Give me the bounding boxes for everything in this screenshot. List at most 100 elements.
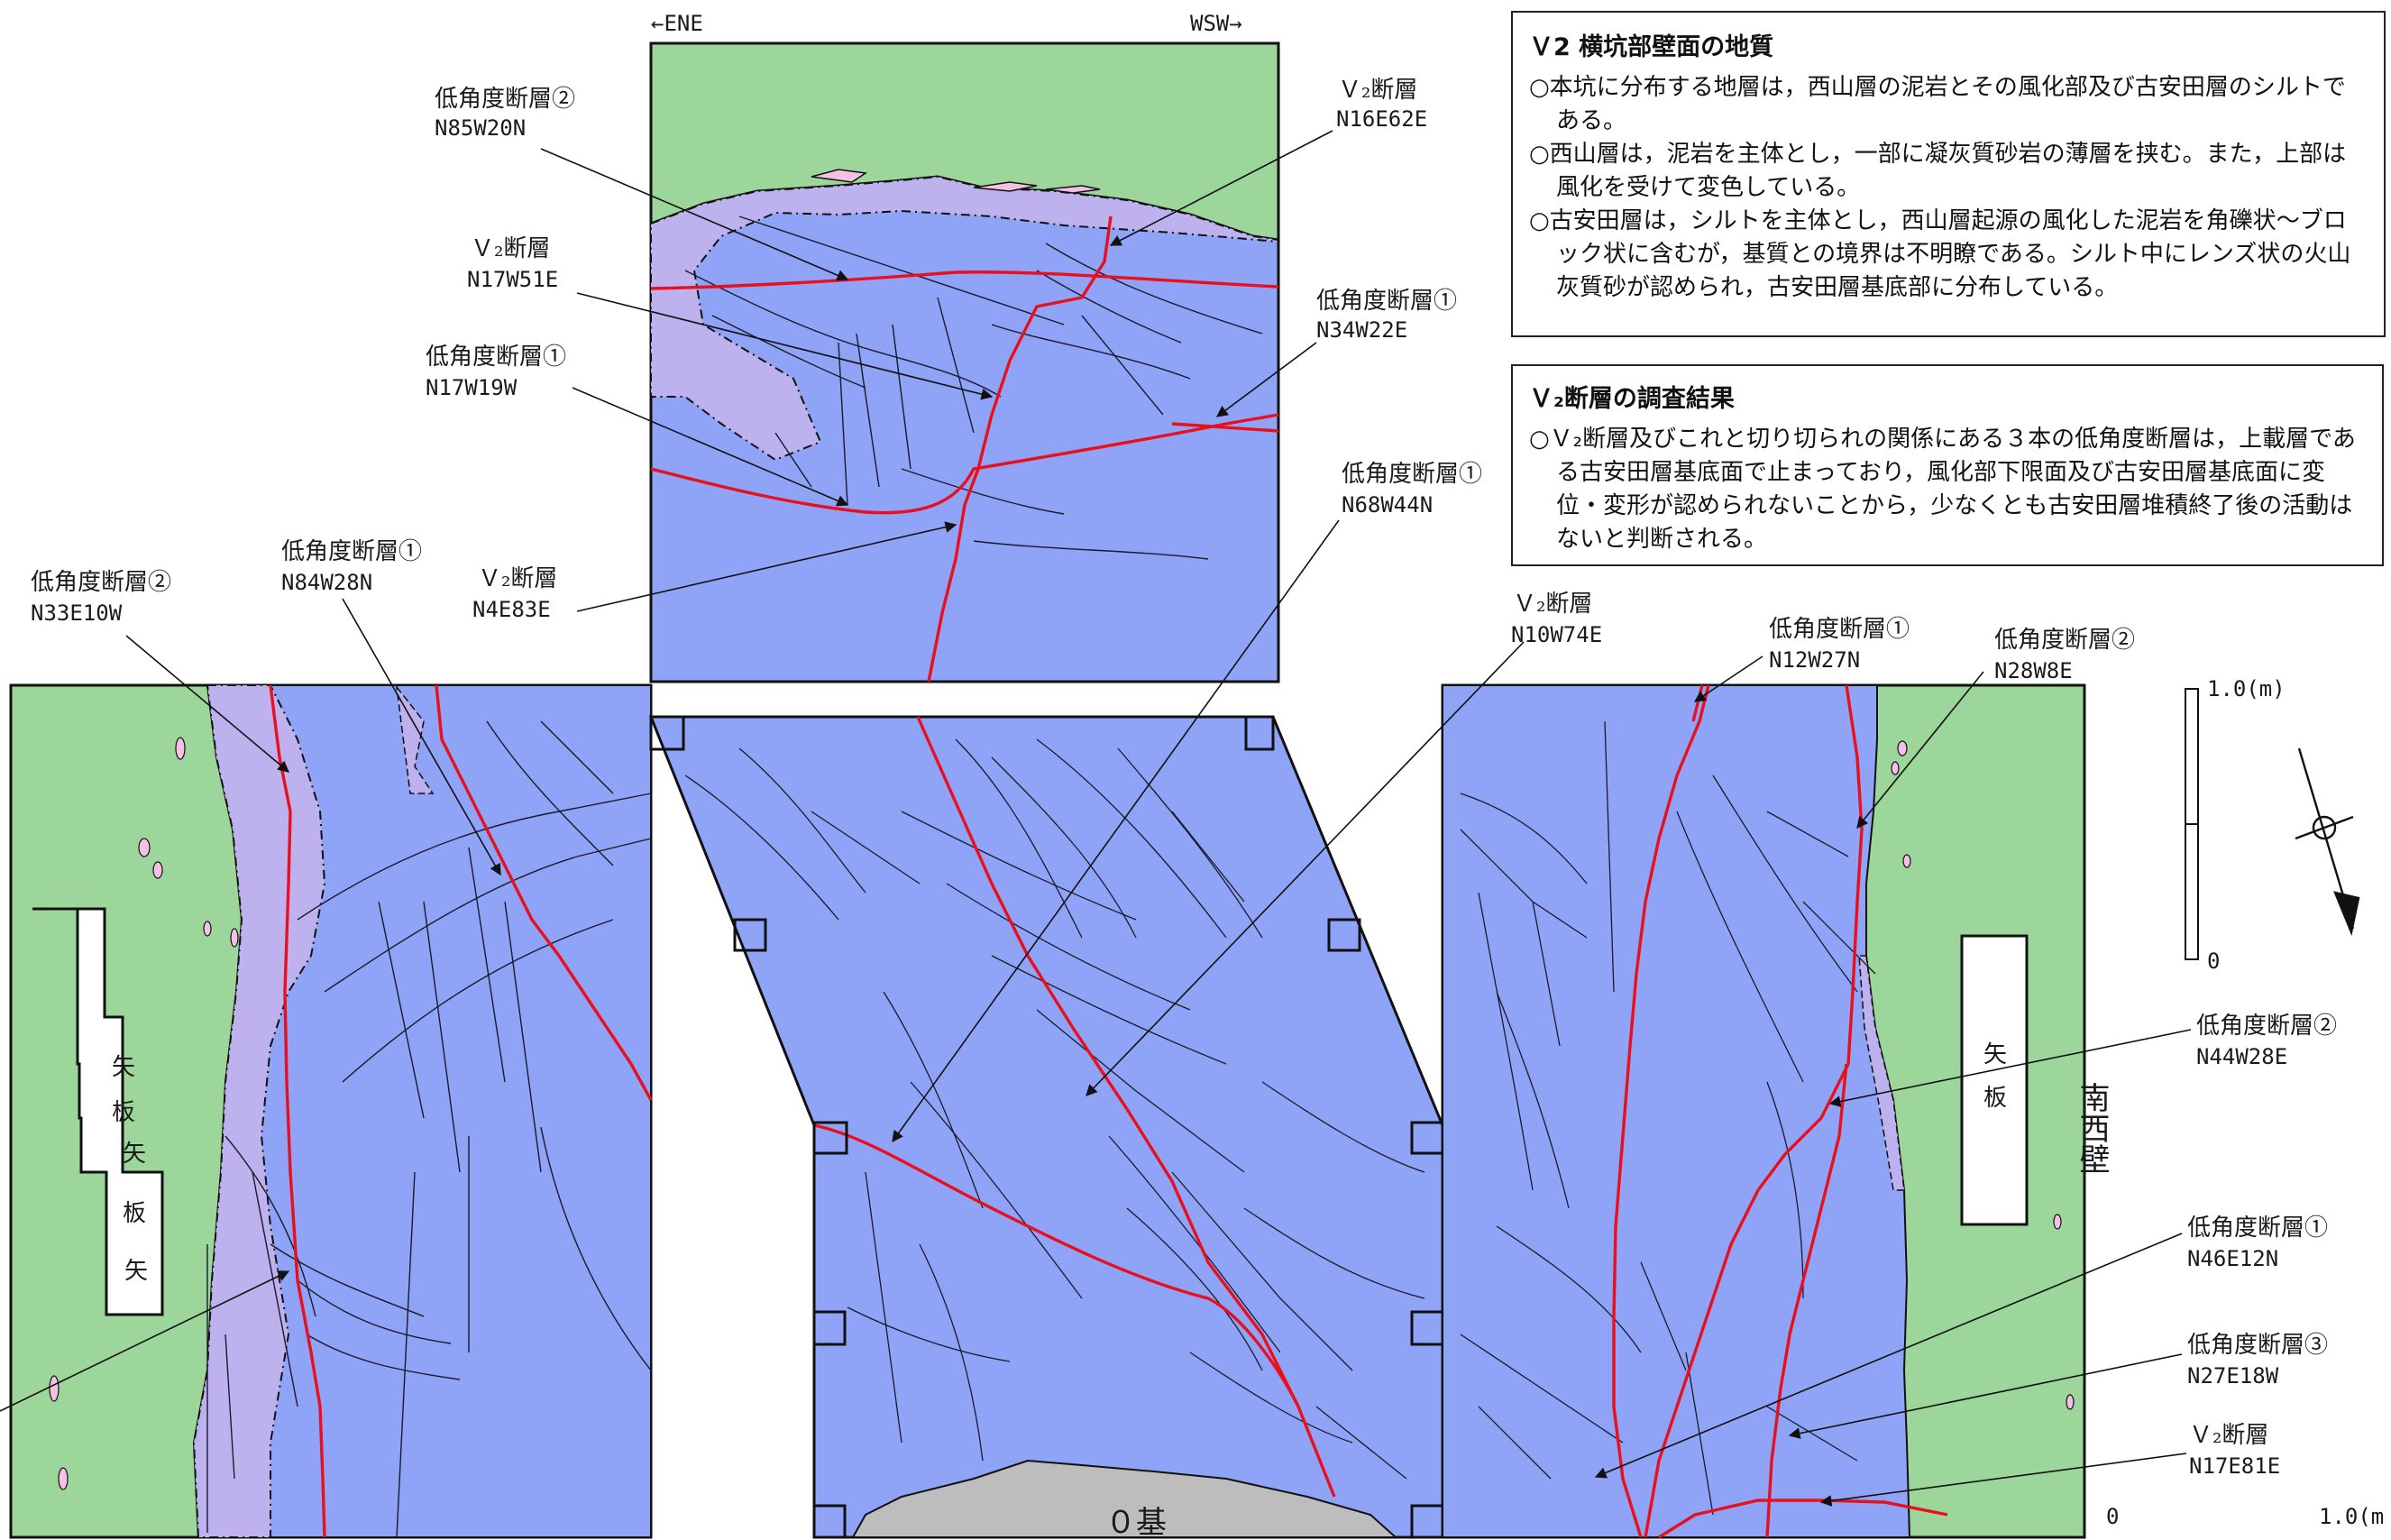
label-strike: N44W28E [2196, 1044, 2287, 1069]
top-v2-fault [927, 215, 1113, 683]
label-name: 低角度断層① [1769, 616, 1910, 643]
right-v2-fault-a [1612, 684, 1710, 1538]
sheet-pile-labels: 矢 板 矢 板 矢 矢 板 [112, 1041, 2007, 1285]
leader-lines [0, 130, 2192, 1507]
left-tuff-lenses [49, 737, 239, 1490]
middle-faults [813, 716, 1336, 1498]
direction-right: WSW→ [1190, 11, 1242, 36]
label-strike: N17W19W [426, 375, 518, 400]
floor-foundation [851, 1459, 1398, 1538]
left-weathered-zone [192, 684, 326, 1538]
right-v2-fault-b [1644, 684, 1864, 1538]
right-faults [1612, 684, 1948, 1539]
label-strike: N27E18W [2187, 1363, 2279, 1389]
top-joints [684, 215, 1263, 560]
geology-line: ○古安田層は，シルトを主体とし，西山層起源の風化した泥岩を角礫状～ブロック状に含… [1529, 207, 2351, 301]
middle-mudstone [648, 715, 1444, 1539]
result-line: ○Ｖ₂断層及びこれと切り切られの関係にある３本の低角度断層は，上載層である古安田… [1529, 426, 2356, 553]
top-faults [650, 215, 1279, 683]
label-name: Ｖ₂断層 [1338, 77, 1417, 104]
label-name: 低角度断層② [2196, 1013, 2337, 1040]
label-name: 低角度断層① [1342, 461, 1482, 488]
label-name: 低角度断層② [435, 86, 575, 113]
direction-labels: ←ENE WSW→ [651, 11, 1242, 36]
scale-bar: 1.0(m) 0 0 1.0(m [2106, 676, 2384, 1529]
wall-name: 南西壁 [2074, 1082, 2110, 1174]
label-strike: N4E83E [472, 597, 551, 622]
label-name: Ｖ₂断層 [2189, 1422, 2268, 1449]
label-name: 低角度断層① [2187, 1215, 2328, 1242]
label-name: Ｖ₂断層 [478, 565, 557, 592]
left-panel [9, 683, 653, 1539]
scale-top: 1.0(m) [2207, 676, 2286, 701]
result-title: Ｖ₂断層の調査結果 [1529, 385, 1735, 413]
left-sheet-pile [32, 907, 164, 1316]
right-tuff-lenses [1891, 740, 2075, 1410]
right-sheet-pile [1960, 934, 2029, 1226]
label-name: 低角度断層① [1316, 288, 1457, 315]
sheet-pile-char: 板 [1983, 1085, 2007, 1112]
geology-title: Ｖ2 横坑部壁面の地質 [1529, 33, 1774, 61]
middle-markers [649, 715, 1444, 1539]
top-tuff-lens [1045, 185, 1101, 194]
middle-panel [648, 715, 1444, 1539]
fault-labels: 低角度断層② N85W20N Ｖ₂断層 N16E62E Ｖ₂断層 N17W51E… [31, 77, 2337, 1479]
middle-lf1-fault [813, 1123, 1300, 1407]
label-strike: N17W51E [467, 267, 558, 292]
left-joints [206, 720, 652, 1538]
left-faults [269, 684, 653, 1538]
left-weathered-pocket [395, 684, 435, 794]
label-strike: N46E12N [2187, 1246, 2278, 1271]
north-arrow-icon [2295, 747, 2360, 937]
label-strike: N68W44N [1342, 492, 1433, 518]
sheet-pile-char: 板 [123, 1200, 146, 1227]
label-strike: N28W8E [1994, 658, 2073, 683]
label-name: 低角度断層③ [2187, 1332, 2328, 1359]
label-name: Ｖ₂断層 [1513, 591, 1592, 618]
geology-box: Ｖ2 横坑部壁面の地質 ○本坑に分布する地層は，西山層の泥岩とその風化部及び古安… [1511, 11, 2386, 337]
top-tuff-lens [973, 181, 1038, 192]
middle-v2-fault [916, 716, 1336, 1498]
scale-zero: 0 [2207, 949, 2220, 974]
label-name: 低角度断層② [1994, 627, 2135, 654]
label-strike: N12W27N [1769, 647, 1860, 673]
label-strike: N10W74E [1511, 622, 1602, 647]
right-lf3-fault [1765, 1063, 1848, 1538]
floor-label: ０基 [1105, 1505, 1167, 1540]
label-name: Ｖ₂断層 [471, 235, 550, 262]
left-v2-fault [269, 684, 326, 1538]
right-joints [1460, 720, 1876, 1516]
sheet-pile-char: 矢 [124, 1258, 148, 1285]
direction-left: ←ENE [651, 11, 703, 36]
top-tuff-lens [811, 169, 868, 183]
top-lf1-branch [1171, 422, 1279, 433]
label-strike: N16E62E [1336, 106, 1427, 132]
result-box: Ｖ₂断層の調査結果 ○Ｖ₂断層及びこれと切り切られの関係にある３本の低角度断層は… [1511, 364, 2384, 566]
right-panel [1441, 683, 2086, 1539]
left-lf1-fault [435, 684, 653, 1101]
label-name: 低角度断層① [281, 538, 422, 565]
top-panel [649, 41, 1280, 683]
label-strike: N17E81E [2189, 1453, 2280, 1479]
label-strike: N84W28N [281, 570, 372, 595]
sheet-pile-char: 矢 [112, 1054, 135, 1081]
middle-joints [684, 738, 1425, 1480]
top-weathered-zone [650, 175, 1279, 462]
label-strike: N34W22E [1316, 317, 1407, 343]
scale-bottom-zero: 0 [2106, 1504, 2119, 1529]
sheet-pile-char: 矢 [1983, 1041, 2007, 1068]
geology-line: ○西山層は，泥岩を主体とし，一部に凝灰質砂岩の薄層を挟む。また，上部は風化を受け… [1529, 141, 2347, 201]
geology-line: ○本坑に分布する地層は，西山層の泥岩とその風化部及び古安田層のシルトである。 [1529, 74, 2346, 134]
sheet-pile-char: 矢 [123, 1141, 146, 1168]
label-name: 低角度断層① [426, 344, 566, 371]
label-strike: N85W20N [435, 115, 526, 141]
top-lf2-fault [650, 270, 1279, 290]
label-name: 低角度断層② [31, 569, 171, 596]
label-strike: N33E10W [31, 600, 123, 626]
sheet-pile-char: 板 [112, 1099, 135, 1126]
right-lf1-bottom [1658, 1499, 1948, 1539]
scale-bottom-top: 1.0(m [2319, 1504, 2384, 1529]
top-lf1-fault [650, 413, 1279, 515]
right-weathered-strip [1858, 955, 1905, 1191]
